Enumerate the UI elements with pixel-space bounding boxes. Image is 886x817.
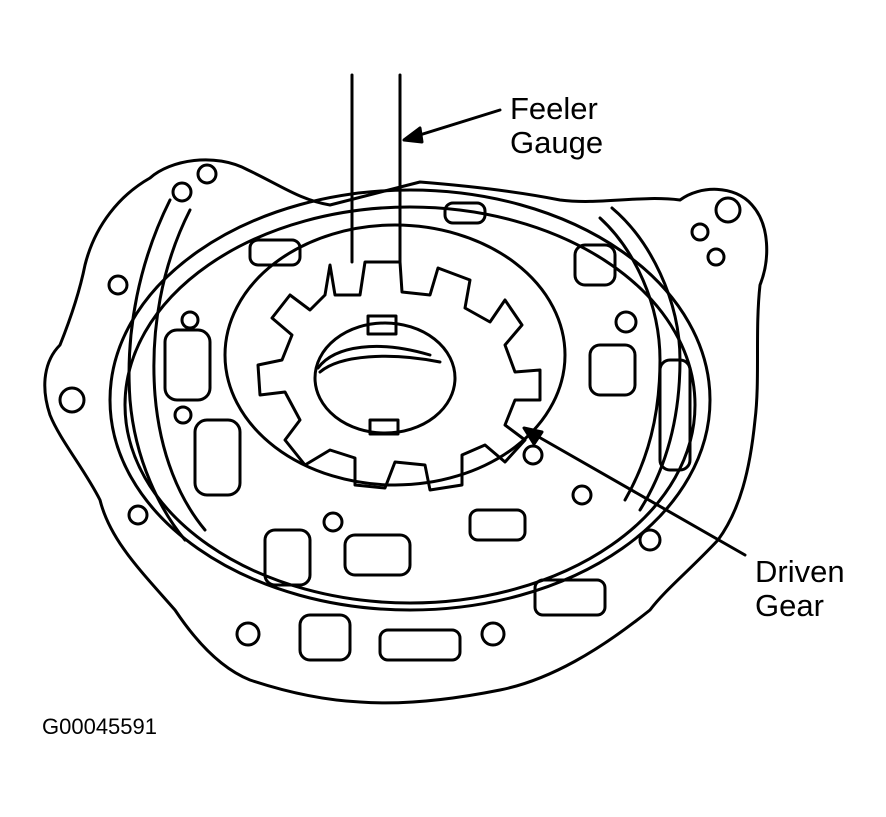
port-1 [443,201,487,225]
figure-id: G00045591 [42,714,157,739]
port-12 [378,628,462,662]
port-6 [163,328,212,402]
driven-gear [256,260,542,492]
driven-gear-leader [528,430,747,557]
port-5 [248,238,302,267]
left-arc-slot-inner [152,208,207,532]
hole-9 [522,444,544,466]
hole-2 [196,163,218,185]
hole-13 [480,621,506,647]
gear-bore [313,321,457,435]
bore-notch-bottom [368,418,400,436]
hole-7 [173,405,193,425]
feeler-gauge-arrowhead [402,126,424,144]
driven-gear-arrowhead [522,426,544,446]
hole-16 [690,222,710,242]
bore-notch-top [366,314,398,336]
outer-ring-inner [123,205,697,605]
left-arc-slot [127,198,187,542]
hole-17 [706,247,726,267]
port-11 [298,613,352,662]
port-2 [573,243,617,287]
pump-body-outline [43,158,769,705]
hole-6 [180,310,200,330]
port-3 [588,343,637,397]
outer-ring [108,188,712,612]
gear-bore-lip [318,354,442,374]
feeler-gauge-leader [408,108,502,140]
driven-gear-label: Driven Gear [755,555,845,623]
hole-15 [127,504,149,526]
hole-4 [58,386,86,414]
port-8 [468,508,527,542]
driven-gear-label-line2: Gear [755,588,824,623]
hole-1 [171,181,193,203]
port-13 [263,528,312,587]
right-arc-slot-inner [598,216,662,502]
gear-bore-shadow [316,345,432,370]
feeler-gauge-label: Feeler Gauge [510,92,603,160]
hole-3 [714,196,742,224]
port-9 [343,533,412,577]
hole-12 [235,621,261,647]
port-4 [658,358,692,472]
port-7 [193,418,242,497]
gear-housing-ring [223,223,567,487]
hole-10 [571,484,593,506]
driven-gear-label-line1: Driven [755,554,845,589]
hole-14 [638,528,662,552]
hole-11 [322,511,344,533]
port-10 [533,578,607,617]
hole-8 [614,310,638,334]
feeler-gauge-label-line1: Feeler [510,91,598,126]
feeler-gauge-label-line2: Gauge [510,125,604,160]
hole-5 [107,274,129,296]
